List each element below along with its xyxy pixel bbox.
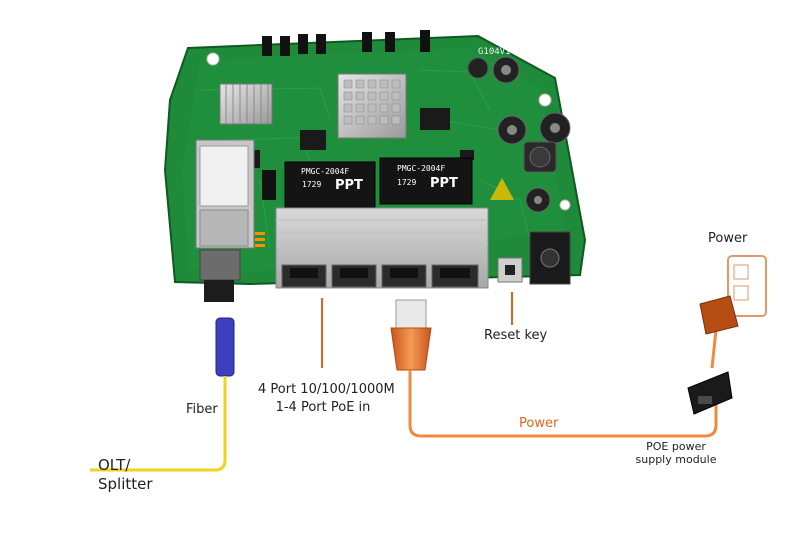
header-pins [262,30,430,56]
chip1-part: PMGC-2004F [301,167,350,176]
inductor [523,141,557,173]
fiber-cable [90,317,235,472]
ports-label: 4 Port 10/100/1000M 1-4 Port PoE in [258,381,395,417]
chip2-brand: PPT [430,176,458,191]
transformer-chip-1 [284,161,376,209]
esd-symbol [490,178,514,200]
sfp-module [195,139,255,302]
chip1-code: 1729 [302,180,322,189]
side-header [262,170,276,200]
ports-label-line2: 1-4 Port PoE in [275,400,371,415]
reset-button[interactable] [497,257,523,283]
power-plug [699,295,739,335]
rj45-port-3[interactable] [381,264,427,288]
supply-cable [710,329,718,369]
power-cable [408,370,718,438]
power-cable-label: Power [519,416,559,431]
rj45-port-4[interactable] [431,264,479,288]
board-model-text: G104V1.3 [478,47,522,57]
power-outlet-label: Power [708,231,748,246]
poe-label-line1: POE power [646,440,706,453]
rj45-port-2[interactable] [331,264,377,288]
poe-module [687,371,733,415]
olt-splitter-label: OLT/ Splitter [98,456,153,494]
capacitors [467,56,571,213]
poe-module-label: POE power supply module [626,440,726,466]
heatsink-center [337,73,407,139]
chip1-brand: PPT [335,178,363,193]
olt-label-line2: Splitter [98,475,153,493]
rj45-port-1[interactable] [281,264,327,288]
ethernet-plug [390,299,432,371]
led-resistors [255,232,265,247]
chip2-part: PMGC-2004F [397,164,446,173]
dc-jack [529,231,571,285]
reset-key-label: Reset key [484,328,548,343]
olt-label-line1: OLT/ [98,456,131,474]
chip2-code: 1729 [397,178,417,187]
wall-outlet [727,255,767,317]
poe-label-line2: supply module [635,453,717,466]
transformer-chip-2 [379,157,473,205]
heatsink-left [219,83,273,125]
leader-lines [321,292,513,368]
ports-label-line1: 4 Port 10/100/1000M [258,382,395,397]
fiber-label: Fiber [186,402,218,417]
